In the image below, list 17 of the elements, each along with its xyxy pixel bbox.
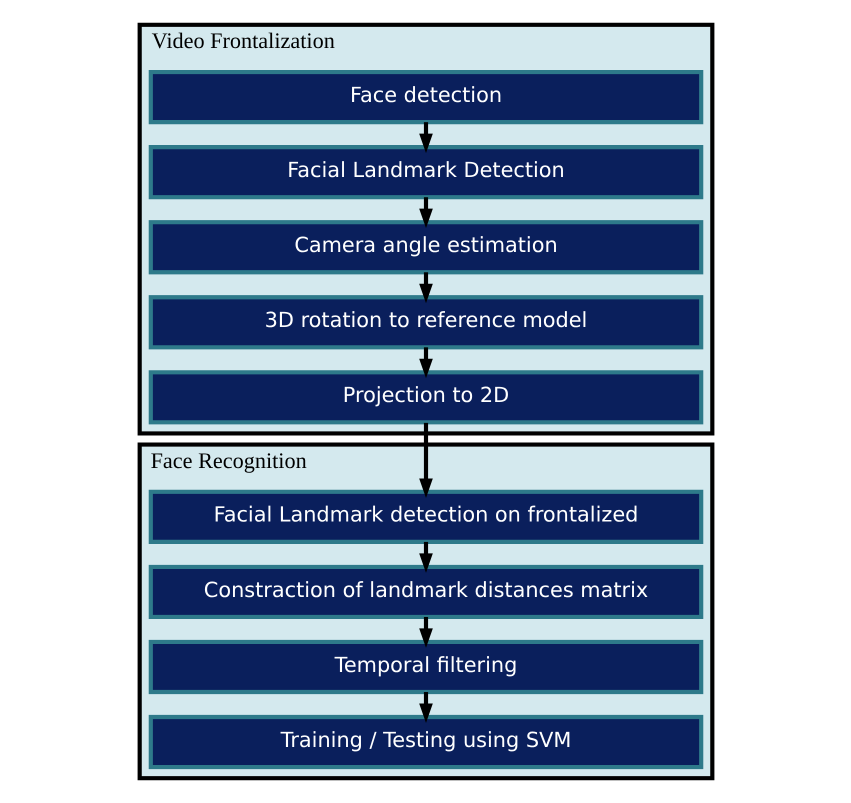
arrow xyxy=(418,616,432,648)
arrow xyxy=(418,692,432,723)
node-box: Face detection xyxy=(148,70,703,124)
node-box: Facial Landmark detection on frontalized xyxy=(148,490,703,544)
arrow xyxy=(418,197,432,228)
node-box: Temporal filtering xyxy=(148,640,703,694)
arrow xyxy=(418,542,432,573)
arrow xyxy=(418,347,432,378)
node-box: Projection to 2D xyxy=(148,370,703,424)
arrow xyxy=(418,122,432,154)
node-box: Training / Testing using SVM xyxy=(148,714,703,770)
node-box: 3D rotation to reference model xyxy=(148,295,703,350)
node-box: Constraction of landmark distances matrix xyxy=(148,564,703,620)
node-box: Facial Landmark Detection xyxy=(148,145,703,200)
arrow xyxy=(418,422,432,498)
node-box: Camera angle estimation xyxy=(148,220,703,274)
arrow xyxy=(418,272,432,304)
